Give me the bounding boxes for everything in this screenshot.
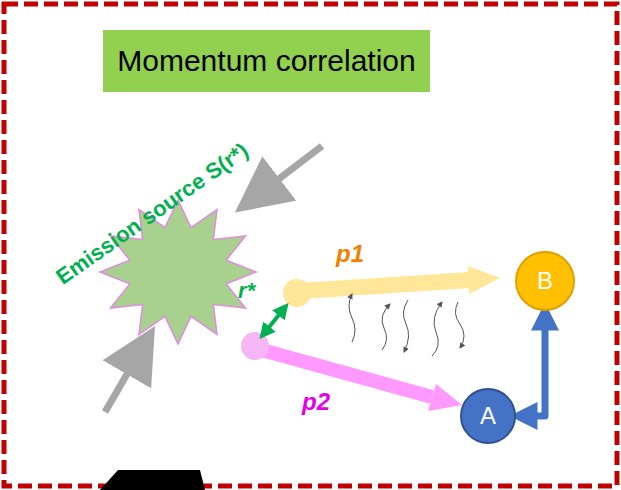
momentum-label: p2 [302, 388, 330, 416]
momentum-arrow-head [468, 266, 500, 294]
momentum-arrow-shaft [262, 350, 432, 397]
beam-arrow [105, 338, 148, 412]
pointer-arrow [100, 470, 205, 490]
correlation-arrow [520, 313, 545, 416]
interaction-wave [432, 302, 442, 356]
beam-arrow [246, 146, 322, 204]
particle-circle: A [460, 388, 516, 444]
particle-dot [283, 279, 311, 307]
interaction-wave [403, 300, 408, 352]
momentum-label: p1 [336, 240, 364, 268]
particle-dot [241, 332, 269, 360]
separation-label: r* [238, 278, 255, 304]
node-text: Momentum correlation [117, 44, 415, 78]
particle-circle: B [515, 251, 575, 311]
momentum-arrow-head [428, 384, 462, 411]
interaction-wave [382, 304, 390, 350]
dashed-frame [4, 4, 617, 486]
node-text: A [480, 402, 496, 430]
interaction-wave [349, 294, 355, 342]
node-text: B [537, 267, 553, 295]
title-box: Momentum correlation [103, 30, 430, 92]
interaction-wave [455, 302, 464, 348]
separation-arrow [262, 306, 286, 336]
momentum-arrow-shaft [300, 280, 470, 291]
